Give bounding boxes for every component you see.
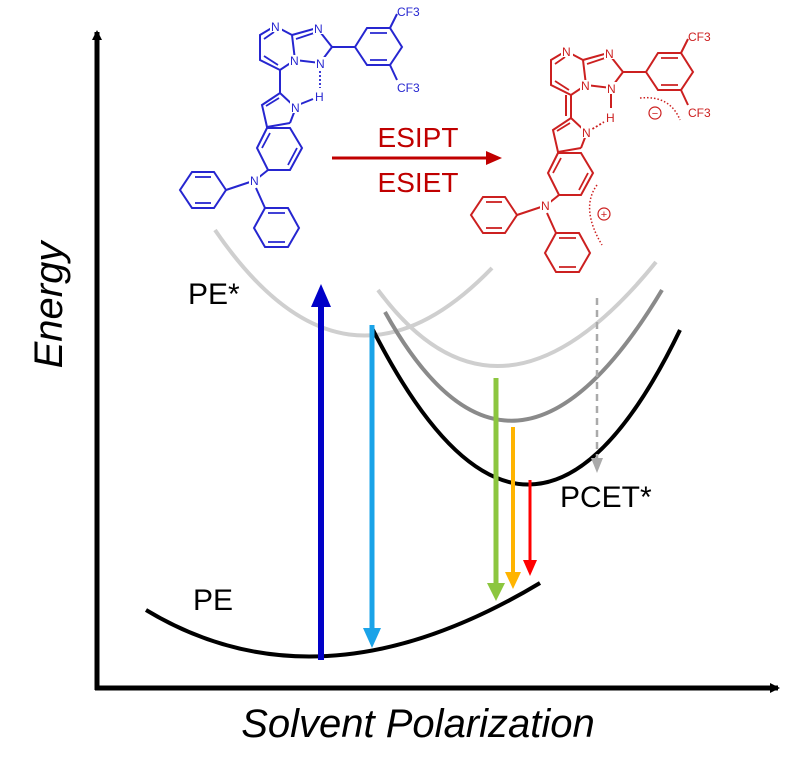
svg-text:N: N xyxy=(541,199,550,213)
svg-text:N: N xyxy=(271,20,280,34)
negative-charge-arc xyxy=(639,96,681,121)
pe-ground-curve xyxy=(144,581,542,659)
cf3-label: CF3 xyxy=(397,81,420,95)
process-arrowhead xyxy=(486,151,502,165)
pe-excited-label: PE* xyxy=(188,278,240,311)
svg-text:N: N xyxy=(607,82,616,96)
pcet-molecule: N N N N H N N CF3 CF3 − + xyxy=(470,30,711,273)
esipt-label: ESIPT xyxy=(378,122,459,153)
svg-text:N: N xyxy=(291,101,300,115)
svg-text:N: N xyxy=(605,47,614,61)
y-axis-label: Energy xyxy=(27,239,71,369)
positive-charge-icon xyxy=(597,207,611,221)
svg-text:H: H xyxy=(315,90,324,104)
svg-text:N: N xyxy=(581,79,590,93)
pe-emission-arrow xyxy=(363,325,381,648)
pe-molecule: N N N N H N N CF3 CF3 xyxy=(179,5,420,248)
svg-text:N: N xyxy=(316,57,325,71)
svg-text:+: + xyxy=(601,209,607,221)
pcet-label: PCET* xyxy=(560,481,652,514)
intermediate-curve-light xyxy=(376,260,658,369)
intermediate-curve-mid xyxy=(383,288,664,423)
svg-text:H: H xyxy=(606,111,615,125)
svg-text:N: N xyxy=(290,54,299,68)
relaxation-dashed-arrow xyxy=(591,298,603,473)
svg-text:−: − xyxy=(652,108,658,120)
svg-text:N: N xyxy=(314,22,323,36)
svg-text:N: N xyxy=(562,45,571,59)
svg-text:N: N xyxy=(582,126,591,140)
pe-excited-curve xyxy=(213,228,494,338)
svg-text:N: N xyxy=(250,174,259,188)
pe-ground-label: PE xyxy=(193,584,233,617)
positive-charge-arc xyxy=(588,184,603,246)
negative-charge-icon xyxy=(648,106,662,120)
x-axis-label: Solvent Polarization xyxy=(241,702,595,746)
red-emission-arrow xyxy=(523,480,537,576)
absorption-arrow xyxy=(311,284,331,660)
green-emission-arrow xyxy=(487,378,505,601)
pcet-excited-curve xyxy=(370,327,682,487)
cf3-label: CF3 xyxy=(688,30,711,44)
cf3-label: CF3 xyxy=(688,106,711,120)
orange-emission-arrow xyxy=(505,427,521,589)
cf3-label: CF3 xyxy=(397,5,420,19)
esiet-label: ESIET xyxy=(378,167,459,198)
